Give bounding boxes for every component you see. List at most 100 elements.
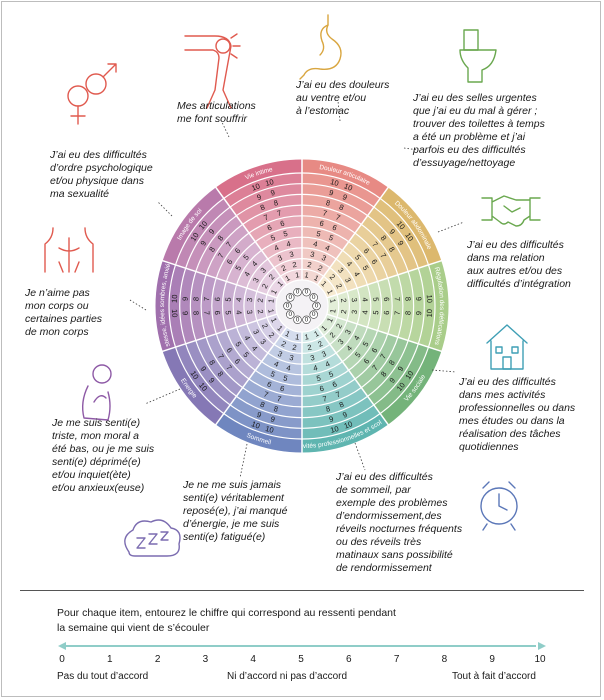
number-douleur-abdominale-1-1: 1 [325, 288, 335, 296]
center-zero-5: 0 [296, 316, 300, 323]
number-tristesse-9-0: 9 [181, 311, 190, 316]
number-douleur-abdominale-5-1: 5 [361, 264, 371, 272]
number-douleur-abdominale-9-1: 9 [396, 239, 406, 247]
text-image-de-soi: Je n’aime pas mon corps ou certaines par… [25, 287, 103, 338]
sector-tristesse-band-3 [243, 288, 257, 324]
number-douleur-abdominale-8-1: 8 [387, 245, 397, 253]
number-image-de-soi-9-0: 9 [198, 239, 208, 247]
sector-activites-professionnelles-band-8 [302, 387, 368, 418]
sector-energie-band-1 [267, 314, 287, 336]
sector-tristesse-band-7 [201, 274, 217, 338]
sector-energie-band-3 [246, 320, 275, 354]
number-douleur-articulaire-1-1: 1 [312, 273, 320, 283]
number-vie-intime-9-1: 9 [270, 188, 276, 198]
number-vie-intime-2-0: 2 [280, 263, 288, 273]
number-tristesse-1-1: 1 [266, 298, 276, 304]
divider-regulation-des-defecations [326, 259, 443, 299]
number-regulation-des-defecations-2-1: 2 [339, 309, 348, 314]
number-sommeil-4-1: 4 [273, 359, 280, 369]
number-image-de-soi-8-1: 8 [216, 234, 226, 243]
center-zero-9: 0 [296, 289, 300, 296]
center-zero-ring-8 [286, 293, 295, 302]
number-activites-professionnelles-7-0: 7 [334, 390, 341, 400]
sector-sommeil-band-3 [267, 344, 302, 365]
sector-image-de-soi-band-5 [226, 241, 262, 285]
sector-tristesse-band-5 [222, 281, 237, 331]
number-activites-professionnelles-10-1: 10 [329, 424, 339, 435]
sector-image-de-soi-band-6 [216, 233, 256, 282]
number-regulation-des-defecations-2-0: 2 [339, 298, 348, 303]
number-tristesse-3-1: 3 [245, 297, 254, 302]
number-tristesse-2-1: 2 [256, 298, 265, 303]
number-activites-professionnelles-3-1: 3 [309, 353, 315, 363]
sector-sommeil-band-4 [261, 353, 302, 375]
number-vie-sociale-9-1: 9 [387, 376, 397, 385]
number-douleur-articulaire-9-1: 9 [341, 192, 348, 202]
number-vie-intime-3-1: 3 [289, 249, 295, 259]
number-tristesse-10-1: 10 [170, 294, 179, 303]
number-sommeil-5-0: 5 [282, 373, 288, 383]
sleep-zzz-icon [124, 519, 181, 557]
sector-douleur-abdominale-band-4 [336, 250, 368, 289]
number-tristesse-10-0: 10 [170, 309, 179, 318]
divider-vie-intime [214, 186, 288, 286]
sector-vie-intime-band-4 [261, 237, 302, 259]
number-douleur-abdominale-10-1: 10 [403, 231, 415, 243]
scale-number-1: 1 [107, 654, 113, 665]
number-vie-intime-4-1: 4 [286, 239, 292, 249]
number-douleur-articulaire-7-0: 7 [322, 208, 328, 218]
sector-douleur-abdominale-band-1 [317, 276, 337, 298]
number-douleur-abdominale-4-0: 4 [345, 259, 354, 268]
number-energie-7-0: 7 [224, 363, 234, 372]
number-douleur-articulaire-8-0: 8 [325, 198, 331, 208]
number-energie-6-0: 6 [233, 357, 243, 366]
ring-line-1 [264, 268, 340, 344]
divider [20, 590, 584, 591]
number-vie-sociale-1-1: 1 [319, 324, 328, 333]
number-douleur-articulaire-9-0: 9 [328, 188, 334, 198]
sector-vie-sociale-band-5 [342, 327, 378, 371]
number-regulation-des-defecations-5-1: 5 [371, 310, 380, 315]
number-douleur-abdominale-3-0: 3 [336, 266, 345, 275]
sector-tristesse-band-6 [211, 278, 227, 334]
sector-sommeil-band-8 [236, 387, 302, 418]
sector-tristesse-band-2 [254, 291, 268, 321]
number-vie-sociale-4-1: 4 [345, 344, 354, 353]
sector-regulation-des-defecations-band-3 [347, 288, 361, 324]
sector-activites-professionnelles-label-band [302, 413, 389, 453]
scale-number-9: 9 [489, 654, 495, 665]
sector-vie-sociale-band-2 [323, 317, 348, 345]
sector-image-de-soi-band-3 [246, 258, 275, 292]
number-regulation-des-defecations-3-0: 3 [350, 297, 359, 302]
ring-line-7 [200, 204, 404, 408]
number-vie-sociale-6-1: 6 [362, 357, 372, 366]
text-regulation-defecations: J’ai eu des selles urgentes que j’ai eu … [413, 92, 545, 169]
scale-label-right: Tout à fait d’accord [452, 671, 536, 682]
sector-douleur-abdominale-band-6 [348, 233, 388, 282]
number-douleur-articulaire-6-0: 6 [319, 219, 325, 229]
ring-line-6 [211, 215, 393, 397]
number-regulation-des-defecations-8-1: 8 [403, 311, 412, 316]
sector-image-de-soi-band-8 [195, 215, 243, 275]
ring-line-9 [179, 183, 425, 429]
number-regulation-des-defecations-6-0: 6 [382, 297, 391, 302]
number-activites-professionnelles-1-0: 1 [312, 329, 320, 339]
number-vie-intime-1-0: 1 [284, 273, 292, 283]
divider-vie-sociale [326, 313, 443, 353]
number-activites-professionnelles-8-0: 8 [338, 400, 345, 410]
number-douleur-abdominale-5-0: 5 [353, 253, 363, 262]
sad-person-icon [81, 364, 112, 421]
number-energie-4-1: 4 [242, 334, 252, 342]
sector-douleur-abdominale-band-5 [342, 241, 378, 285]
number-energie-8-1: 8 [207, 358, 217, 366]
number-vie-sociale-1-0: 1 [325, 316, 335, 324]
sector-activites-professionnelles-band-7 [302, 378, 362, 407]
number-energie-6-1: 6 [225, 346, 235, 354]
sector-energie-band-4 [236, 323, 268, 362]
number-vie-intime-10-0: 10 [250, 181, 261, 192]
sector-vie-sociale-band-3 [329, 320, 358, 354]
house-icon [486, 324, 528, 370]
scale-number-2: 2 [154, 654, 161, 665]
